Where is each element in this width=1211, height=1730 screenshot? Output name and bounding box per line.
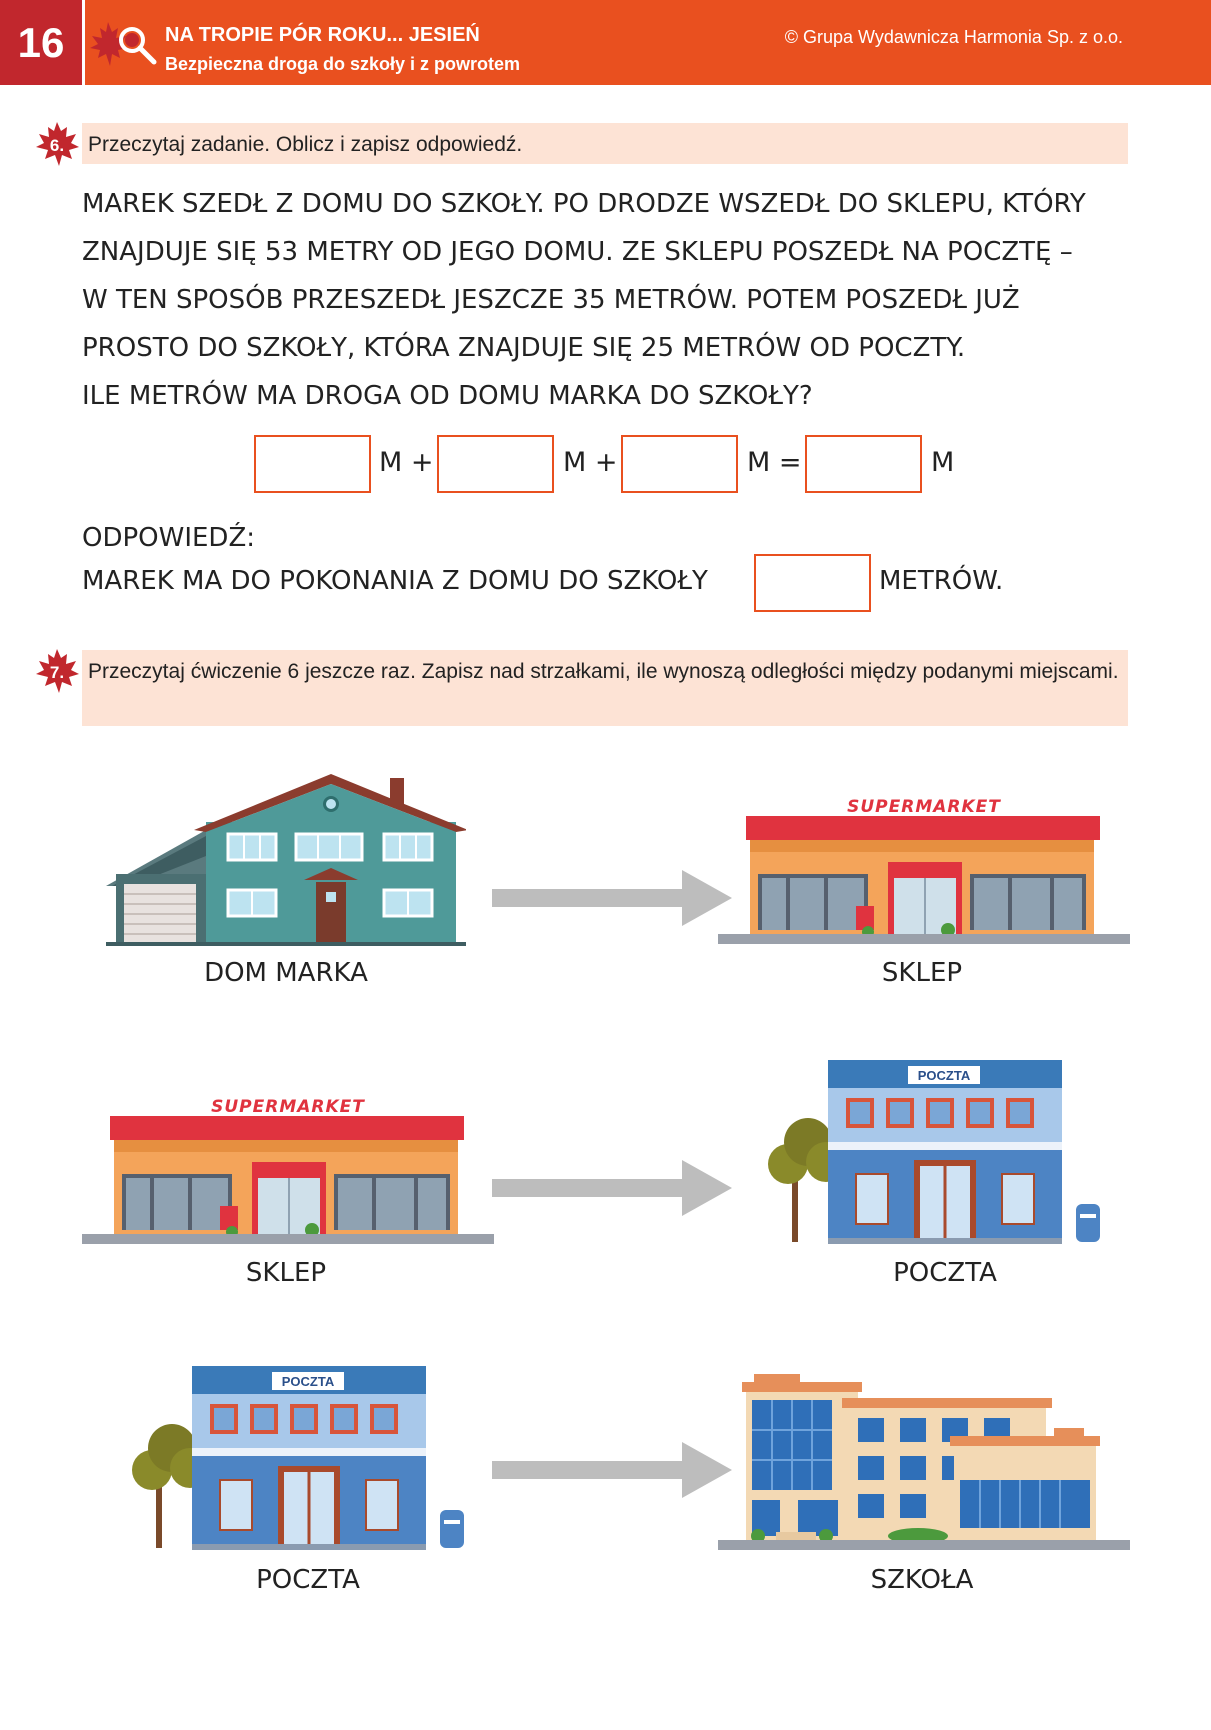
equation-input-1[interactable] bbox=[254, 435, 371, 493]
equation-operator: M + bbox=[379, 447, 434, 478]
post-office-illustration: POCZTA bbox=[746, 1058, 1106, 1244]
place-label: POCZTA bbox=[893, 1258, 997, 1288]
answer-text-suffix: METRÓW. bbox=[879, 566, 1004, 596]
arrow-icon bbox=[492, 1160, 732, 1216]
post-office-illustration: POCZTA bbox=[110, 1364, 470, 1550]
maple-leaf-magnifier-icon bbox=[88, 18, 160, 70]
supermarket-illustration: SUPERMARKET bbox=[718, 792, 1130, 944]
equation-operator: M = bbox=[747, 447, 802, 478]
supermarket-illustration: SUPERMARKET bbox=[82, 1092, 494, 1244]
page-header bbox=[0, 0, 1211, 85]
task-instruction: Przeczytaj ćwiczenie 6 jeszcze raz. Zapi… bbox=[82, 650, 1128, 726]
place-label: SKLEP bbox=[245, 1258, 327, 1288]
answer-text-prefix: MAREK MA DO POKONANIA Z DOMU DO SZKOŁY bbox=[82, 566, 708, 596]
page-number: 16 bbox=[0, 0, 82, 85]
chapter-subtitle: Bezpieczna droga do szkoły i z powrotem bbox=[165, 54, 521, 74]
answer-label: ODPOWIEDŹ: bbox=[82, 523, 256, 553]
equation-unit: M bbox=[931, 447, 955, 478]
equation-operator: M + bbox=[563, 447, 618, 478]
equation-input-2[interactable] bbox=[437, 435, 554, 493]
place-label: DOM MARKA bbox=[204, 958, 368, 988]
task-number-badge: 7. bbox=[34, 648, 80, 694]
word-problem: MAREK SZEDŁ Z DOMU DO SZKOŁY. PO DRODZE … bbox=[82, 180, 1142, 420]
school-illustration bbox=[718, 1374, 1130, 1550]
problem-line: ILE METRÓW MA DROGA OD DOMU MARKA DO SZK… bbox=[82, 381, 813, 411]
problem-line: MAREK SZEDŁ Z DOMU DO SZKOŁY. PO DRODZE … bbox=[82, 189, 1086, 219]
store-sign: SUPERMARKET bbox=[211, 1097, 365, 1117]
problem-line: ZNAJDUJE SIĘ 53 METRY OD JEGO DOMU. ZE S… bbox=[82, 237, 1073, 267]
problem-line: W TEN SPOSÓB PRZESZEDŁ JESZCZE 35 METRÓW… bbox=[82, 285, 1020, 315]
answer-input[interactable] bbox=[754, 554, 871, 612]
header-divider bbox=[82, 0, 85, 85]
problem-line: PROSTO DO SZKOŁY, KTÓRA ZNAJDUJE SIĘ 25 … bbox=[82, 333, 966, 363]
arrow-icon bbox=[492, 870, 732, 926]
task-number: 7. bbox=[50, 663, 64, 682]
place-label: SZKOŁA bbox=[870, 1565, 974, 1595]
post-sign: POCZTA bbox=[918, 1068, 971, 1083]
task-number-badge: 6. bbox=[34, 121, 80, 167]
place-label: SKLEP bbox=[881, 958, 963, 988]
arrow-icon bbox=[492, 1442, 732, 1498]
equation-result-input[interactable] bbox=[805, 435, 922, 493]
chapter-title: NA TROPIE PÓR ROKU... JESIEŃ bbox=[165, 24, 480, 46]
equation-input-3[interactable] bbox=[621, 435, 738, 493]
store-sign: SUPERMARKET bbox=[847, 797, 1001, 817]
place-label: POCZTA bbox=[256, 1565, 360, 1595]
post-sign: POCZTA bbox=[282, 1374, 335, 1389]
copyright: © Grupa Wydawnicza Harmonia Sp. z o.o. bbox=[784, 27, 1123, 47]
task-number: 6. bbox=[50, 136, 64, 155]
task-instruction: Przeczytaj zadanie. Oblicz i zapisz odpo… bbox=[82, 123, 1128, 164]
house-illustration bbox=[106, 770, 466, 946]
